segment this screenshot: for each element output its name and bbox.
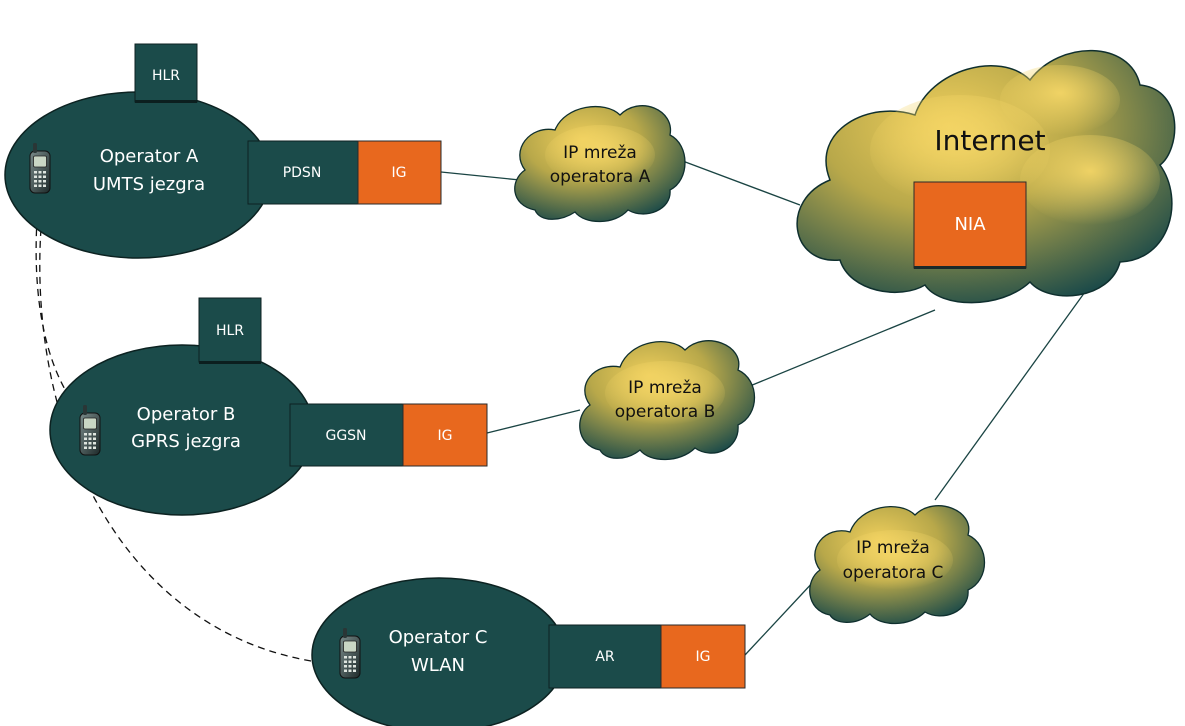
ig-b-label: IG — [438, 428, 453, 444]
hlr-a-label: HLR — [152, 68, 180, 84]
ig-c-box — [660, 624, 746, 689]
ip-cloud-c: IP mreža operatora C — [809, 505, 986, 625]
ar-box — [548, 624, 662, 689]
ggsn-label: GGSN — [325, 428, 366, 444]
cloud-b-line1: IP mreža — [628, 378, 702, 398]
ip-cloud-b: IP mreža operatora B — [579, 340, 756, 461]
cloud-a-line2: operatora A — [550, 167, 651, 187]
link-cloud-c-internet — [934, 284, 1091, 501]
link-ig-c-cloud-c — [744, 579, 816, 656]
link-ig-b-cloud-b — [486, 409, 581, 434]
cloud-a-line1: IP mreža — [563, 143, 637, 163]
operator-c: AR IG Operator C WLAN — [311, 577, 746, 726]
nia-label: NIA — [954, 214, 986, 235]
operator-c-core-label: WLAN — [411, 655, 465, 676]
hlr-b-box — [198, 297, 262, 363]
ig-a-label: IG — [392, 165, 407, 181]
ggsn-box — [289, 403, 404, 467]
cloud-c-line2: operatora C — [843, 563, 944, 583]
operator-a-core-label: UMTS jezgra — [93, 174, 205, 195]
link-cloud-b-internet — [744, 309, 936, 389]
operator-b: HLR GGSN IG Operator B GPRS jezgra — [49, 297, 488, 516]
link-ig-a-cloud-a — [440, 171, 521, 181]
cloud-c-line1: IP mreža — [856, 538, 930, 558]
operator-b-name: Operator B — [137, 404, 236, 425]
nia-box — [913, 181, 1027, 269]
hlr-b-label: HLR — [216, 323, 244, 339]
links — [440, 159, 1091, 656]
hlr-a-box — [134, 43, 198, 103]
operator-c-name: Operator C — [389, 627, 488, 648]
operator-b-core-label: GPRS jezgra — [131, 431, 241, 452]
ig-a-box — [357, 140, 442, 205]
operator-a: HLR PDSN IG Operator A UMTS jezgra — [4, 43, 442, 259]
operator-a-name: Operator A — [100, 146, 199, 167]
link-cloud-a-internet — [679, 159, 801, 206]
ig-c-label: IG — [696, 649, 711, 665]
ig-b-box — [402, 403, 488, 467]
mobility-path-long — [39, 204, 346, 666]
internet-label: Internet — [934, 124, 1045, 157]
internet-cloud: Internet NIA — [796, 49, 1176, 304]
pdsn-label: PDSN — [283, 165, 322, 181]
ar-label: AR — [595, 649, 615, 665]
ip-cloud-a: IP mreža operatora A — [514, 105, 686, 223]
pdsn-box — [247, 140, 359, 205]
cloud-b-line2: operatora B — [615, 402, 716, 422]
